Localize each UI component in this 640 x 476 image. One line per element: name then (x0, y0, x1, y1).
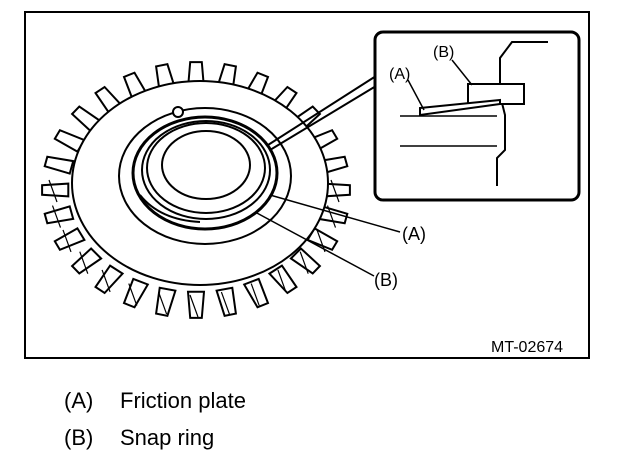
gear-tooth (41, 182, 70, 198)
gear-tooth-edge (158, 291, 168, 315)
inset-friction-plate (419, 98, 501, 117)
oil-hole (172, 106, 184, 118)
gear-tooth-edge (62, 229, 72, 253)
gear-tooth-edge (48, 179, 58, 203)
gear-tooth (53, 227, 86, 252)
legend-item-b: (B) Snap ring (64, 425, 214, 451)
gear-tooth-edge (250, 283, 260, 306)
gear-tooth-edge (330, 179, 340, 203)
gear-bore (161, 130, 251, 200)
gear-tooth-edge (51, 205, 62, 228)
figure-frame (24, 11, 590, 359)
inset-callout-a: (A) (389, 66, 410, 83)
legend-key-a: (A) (64, 388, 94, 413)
gear-tooth (242, 277, 270, 309)
gear-tooth-edge (326, 205, 337, 228)
legend-item-a: (A) Friction plate (64, 388, 246, 414)
legend-text-a: Friction plate (120, 388, 246, 413)
gear-tooth (289, 247, 322, 275)
snap-ring-gap (139, 194, 201, 223)
gear-front-face (71, 80, 329, 286)
gear-tooth (43, 205, 75, 225)
gear-tooth-edge (220, 291, 230, 315)
gear-tooth (122, 277, 150, 309)
figure-code: MT-02674 (491, 339, 563, 356)
callout-b: (B) (374, 270, 398, 290)
inset-leader-b (451, 59, 473, 86)
callout-a: (A) (402, 224, 426, 244)
gear-tooth (43, 155, 75, 175)
leader-b (254, 211, 375, 277)
gear-tooth (215, 286, 238, 317)
inset-leader-a (407, 79, 425, 111)
snap-ring (131, 115, 279, 231)
gear-body (71, 80, 329, 286)
gear-tooth-edge (79, 251, 89, 274)
gear-tooth (154, 286, 177, 317)
gear-tooth-edge (299, 251, 309, 274)
gear-tooth-edge (277, 269, 287, 293)
gear-tooth (70, 247, 103, 275)
zoom-line-bottom (269, 85, 377, 151)
zoom-line-top (267, 75, 377, 146)
legend-text-b: Snap ring (120, 425, 215, 450)
friction-plate (141, 120, 271, 220)
gear-tooth-edge (101, 269, 111, 293)
gear-tooth-edge (128, 283, 138, 306)
gear-tooth (186, 290, 206, 319)
gear-tooth (94, 264, 125, 295)
legend-key-b: (B) (64, 425, 94, 450)
leader-a (269, 194, 401, 233)
gear-tooth (267, 264, 298, 295)
gear-hub-step (118, 107, 292, 245)
inset-callout-b: (B) (433, 44, 454, 61)
gear-tooth-edge (189, 294, 199, 318)
friction-plate-inner (146, 122, 266, 214)
inset-detail: (A) (B) (373, 30, 581, 202)
